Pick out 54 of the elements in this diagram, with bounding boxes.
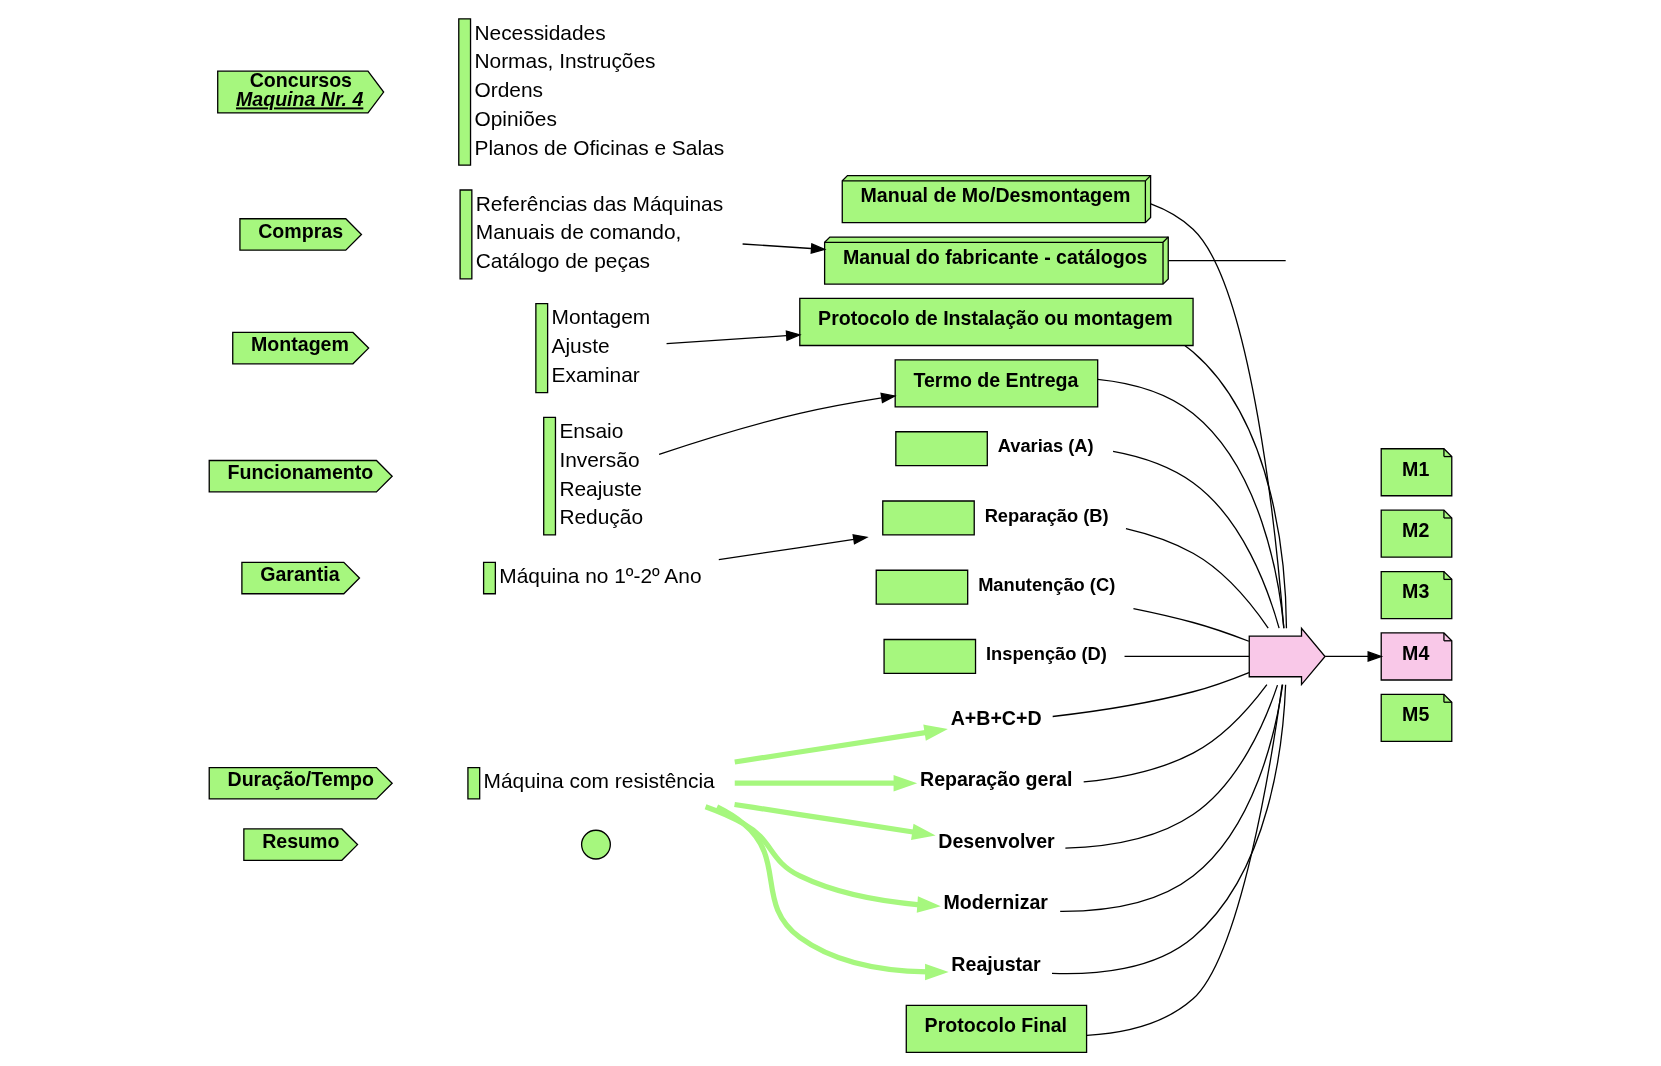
arrow: [734, 774, 918, 792]
node-label: Catálogo de peças: [475, 249, 650, 273]
node-label: Manuais de comando,: [475, 220, 682, 244]
arrow: [658, 392, 897, 456]
arrow: [718, 534, 869, 561]
node-label: Normas, Instruções: [474, 49, 656, 73]
node-box: Protocolo Final: [905, 1004, 1088, 1053]
arrow: [741, 243, 827, 254]
node-box: Termo de Entrega: [894, 359, 1099, 408]
node-text: Reajustar: [951, 952, 1041, 975]
node-label: Montagem: [551, 305, 651, 329]
connector: [1086, 683, 1283, 1036]
connector: [1051, 684, 1287, 975]
node-label: Inspenção (D): [985, 643, 1107, 664]
connector: [1168, 259, 1287, 262]
node-text: Desenvolver: [938, 829, 1055, 852]
connector: [1184, 345, 1288, 629]
node-label: Necessidades: [474, 20, 606, 44]
node-label: Opiniões: [474, 106, 557, 130]
node-text: Reparação geral: [920, 768, 1073, 791]
arrow: [704, 804, 941, 913]
node-label: Referências das Máquinas: [475, 191, 724, 215]
node-label: Ajuste: [551, 334, 610, 358]
node-text: Modernizar: [943, 891, 1048, 914]
node-label: Examinar: [551, 362, 640, 386]
node-text: A+B+C+D: [950, 707, 1042, 730]
connector: [1059, 683, 1284, 912]
node-arrow: [1248, 626, 1326, 687]
node-label: Redução: [559, 505, 644, 529]
arrow: [734, 801, 936, 841]
arrow: [665, 330, 802, 345]
node-label: Manutenção (C): [978, 573, 1116, 595]
connector: [1097, 378, 1285, 629]
node-label: Reparação (B): [984, 504, 1109, 526]
node-label: Máquina com resistência: [483, 769, 715, 793]
node-circle: [580, 829, 611, 860]
connector: [1132, 607, 1250, 642]
arrow: [734, 724, 948, 765]
connector: [1083, 684, 1268, 783]
connector: [1125, 528, 1269, 629]
arrow: [715, 804, 949, 981]
node-label: Máquina no 1º-2º Ano: [499, 564, 702, 588]
connector: [1112, 450, 1280, 629]
node-label: Planos de Oficinas e Salas: [474, 135, 725, 159]
connector: [1123, 655, 1250, 658]
node-label: Ordens: [474, 78, 543, 101]
node-label: Ensaio: [559, 419, 624, 443]
node-box: Protocolo de Instalação ou montagem: [799, 297, 1194, 347]
connector: [1052, 671, 1250, 718]
node-label: Inversão: [559, 447, 640, 471]
arrow: [1324, 650, 1384, 662]
node-label: Avarias (A): [997, 435, 1094, 457]
node-label: Reajuste: [559, 476, 642, 500]
connector: [1064, 684, 1279, 849]
